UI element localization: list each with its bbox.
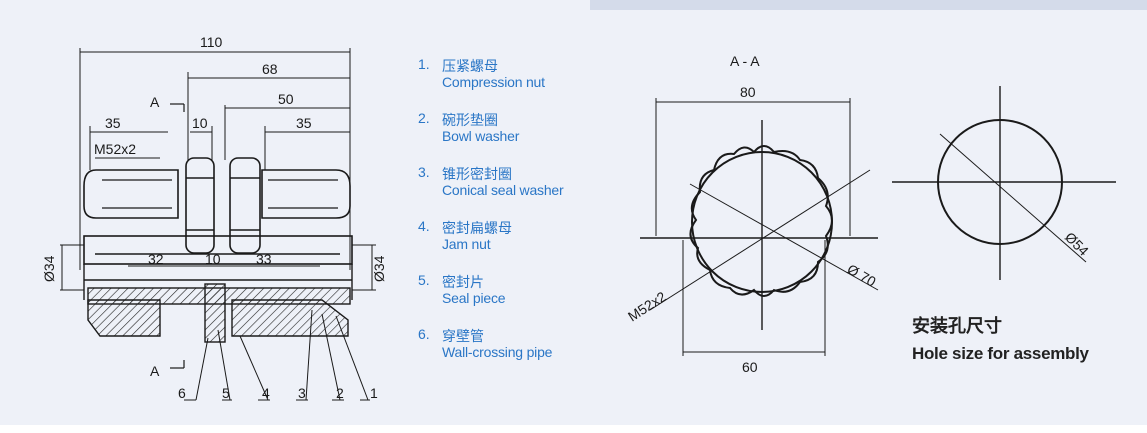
legend-cn: 碗形垫圈 [442, 112, 498, 128]
legend-item: 5. 密封片 Seal piece [418, 272, 618, 326]
hole-view-labels: Ø54 [1062, 229, 1092, 259]
dim-35-right: 35 [296, 115, 312, 131]
legend-item: 6. 穿壁管 Wall-crossing pipe [418, 326, 618, 380]
callout-6: 6 [178, 385, 186, 401]
legend-cn: 穿壁管 [442, 328, 484, 344]
side-view [60, 48, 376, 401]
hole-view [892, 86, 1116, 280]
dia-54: Ø54 [1062, 229, 1092, 259]
section-view-labels: A - A 80 60 M52x2 Ø 70 [625, 53, 879, 375]
legend-cn: 压紧螺母 [442, 58, 498, 74]
thread-label: M52x2 [94, 141, 136, 157]
legend-item: 1. 压紧螺母 Compression nut [418, 56, 618, 110]
caption-en: Hole size for assembly [912, 344, 1089, 363]
callout-1: 1 [370, 385, 378, 401]
dim-10-mid: 10 [205, 251, 221, 267]
section-label-top: A [150, 94, 160, 110]
legend-en: Seal piece [442, 290, 506, 306]
section-title: A - A [730, 53, 760, 69]
dim-60: 60 [742, 359, 758, 375]
dim-32: 32 [148, 251, 164, 267]
dia-70: Ø 70 [845, 261, 879, 290]
dim-80: 80 [740, 84, 756, 100]
callout-3: 3 [298, 385, 306, 401]
legend-cn: 锥形密封圈 [442, 166, 512, 182]
dim-68: 68 [262, 61, 278, 77]
legend-num: 4. [418, 218, 430, 234]
legend-en: Conical seal washer [442, 182, 564, 198]
dim-10-top: 10 [192, 115, 208, 131]
bottom-strip [0, 425, 1147, 433]
legend-item: 2. 碗形垫圈 Bowl washer [418, 110, 618, 164]
dim-33: 33 [256, 251, 272, 267]
legend-en: Jam nut [442, 236, 491, 252]
callout-2: 2 [336, 385, 344, 401]
dim-110: 110 [200, 34, 223, 50]
side-view-labels: 110 68 50 A 35 10 35 M52x2 32 10 33 Ø34 … [41, 34, 387, 401]
legend-en: Wall-crossing pipe [442, 344, 553, 360]
legend-cn: 密封扁螺母 [442, 220, 512, 236]
legend-num: 2. [418, 110, 430, 126]
callout-5: 5 [222, 385, 230, 401]
legend-en: Bowl washer [442, 128, 520, 144]
section-label-bottom: A [150, 363, 160, 379]
legend-num: 6. [418, 326, 430, 342]
dim-35-left: 35 [105, 115, 121, 131]
callout-4: 4 [262, 385, 270, 401]
top-right-strip [590, 0, 1147, 10]
section-thread: M52x2 [625, 288, 669, 324]
legend-num: 3. [418, 164, 430, 180]
hole-caption: 安装孔尺寸 Hole size for assembly [912, 312, 1089, 364]
legend-cn: 密封片 [442, 274, 484, 290]
legend-item: 4. 密封扁螺母 Jam nut [418, 218, 618, 272]
dia-left: Ø34 [41, 255, 57, 282]
dim-50: 50 [278, 91, 294, 107]
legend-num: 1. [418, 56, 430, 72]
caption-cn: 安装孔尺寸 [912, 316, 1002, 336]
section-view [640, 98, 879, 356]
legend-num: 5. [418, 272, 430, 288]
parts-legend: 1. 压紧螺母 Compression nut 2. 碗形垫圈 Bowl was… [418, 56, 618, 380]
dia-right: Ø34 [371, 255, 387, 282]
legend-en: Compression nut [442, 74, 545, 90]
legend-item: 3. 锥形密封圈 Conical seal washer [418, 164, 618, 218]
